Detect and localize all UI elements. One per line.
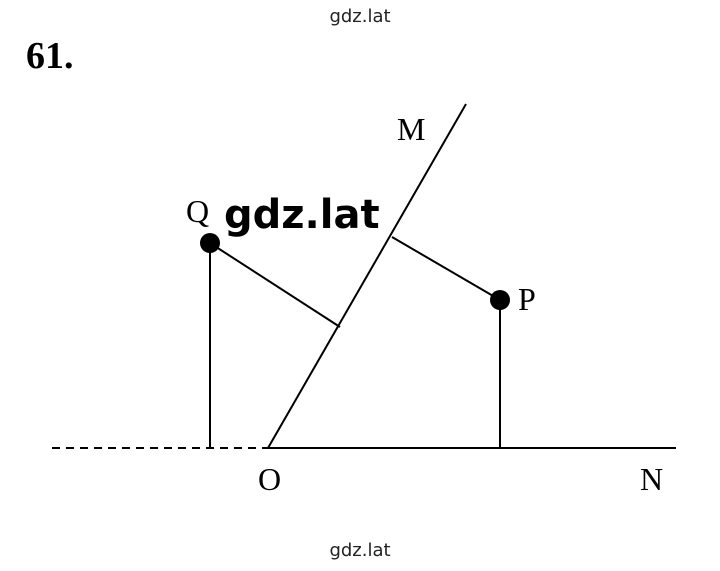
label-m: M <box>397 111 425 147</box>
perpendicular-p-to-om <box>391 236 501 301</box>
problem-number: 61. <box>26 35 74 77</box>
point-q <box>200 233 220 253</box>
watermark-center: gdz.lat <box>224 192 380 238</box>
point-p <box>490 290 510 310</box>
perpendicular-q-to-om <box>209 242 341 328</box>
watermark-bottom: gdz.lat <box>329 540 391 561</box>
label-q: Q <box>186 193 209 229</box>
label-p: P <box>518 281 536 317</box>
ray-om <box>267 103 467 449</box>
label-n: N <box>640 461 663 497</box>
watermark-top: gdz.lat <box>329 6 391 27</box>
label-o: O <box>258 461 281 497</box>
